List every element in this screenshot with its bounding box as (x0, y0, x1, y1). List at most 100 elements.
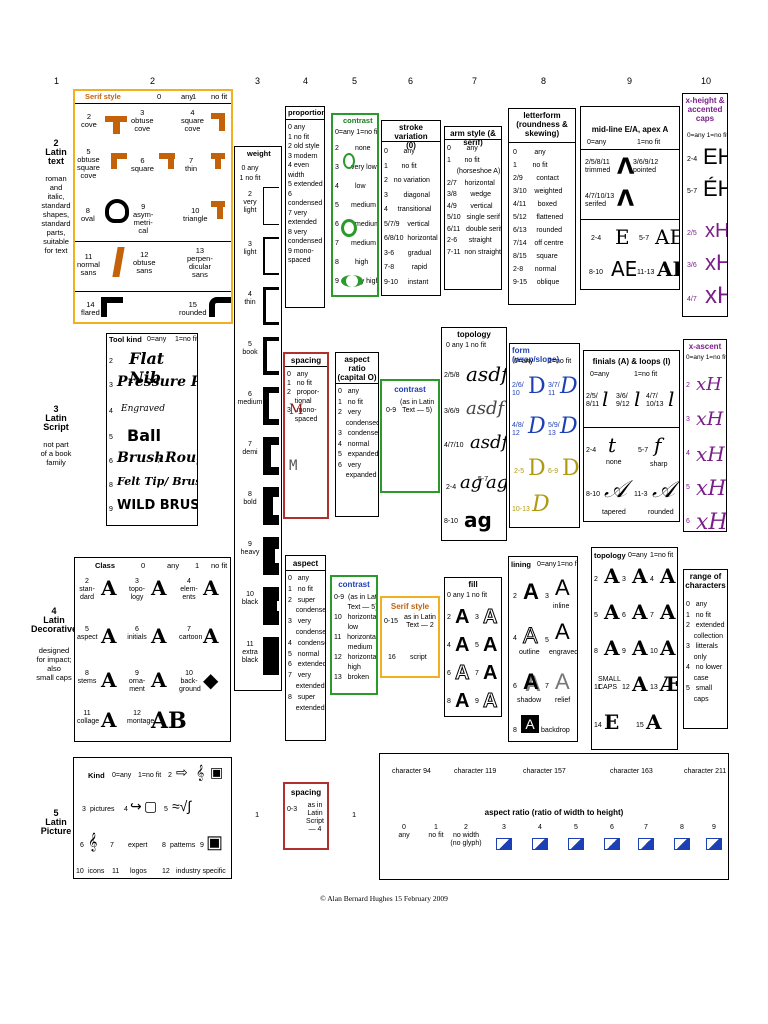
class-label: 7 cartoon (179, 626, 203, 641)
finial-sample-icon: 𝒜 (652, 475, 675, 503)
class-label: 4 elem- ents (180, 578, 198, 601)
aspect-ratio-item: 9 (712, 824, 716, 831)
obtuse-square-cove-icon (111, 153, 117, 169)
row-number: 3 (53, 404, 59, 414)
xheight-box: x-height & accented caps 0=any 1=no fit … (682, 93, 728, 317)
weight-item: 10 black (241, 591, 259, 606)
column-number: 9 (627, 76, 633, 86)
row-number: 2 (53, 138, 59, 148)
character-label: character 119 (454, 768, 497, 775)
kind-label: pictures (90, 806, 115, 813)
midline-label: 2/5/8/11 trimmed (585, 159, 611, 174)
topology-label: 4/7/10 (444, 442, 464, 449)
contrast-label: very high (351, 278, 379, 285)
finials-label: 2-4 (586, 447, 597, 454)
column-number: 5 (352, 76, 358, 86)
row-title: Latin Decorative (30, 615, 78, 634)
aspect-ratio-swatch-icon (706, 838, 722, 850)
form-label: 10-13 (512, 506, 530, 513)
x-ascent-sample-icon: xH (696, 374, 722, 395)
column-number: 8 (541, 76, 547, 86)
header-label: no fit (211, 92, 228, 101)
picture-weight-value: 1 (255, 810, 260, 819)
topology-sample-icon: A (604, 636, 620, 660)
weight-item: 0 any (241, 165, 259, 172)
header-label: 1=no fit (650, 552, 674, 559)
finial-sample-icon: 𝒜 (604, 475, 627, 503)
kind-label: icons (88, 868, 105, 875)
fill-sample-icon: A (454, 662, 470, 685)
serif-style-decorative-box: Serif style 0-15 as in Latin Text — 2 16… (380, 596, 440, 678)
weight-item: 1 no fit (239, 175, 261, 182)
x-ascent-label: 5 (686, 484, 690, 491)
fill-sample-icon: A (455, 606, 470, 628)
obtuse-square-cove-icon (111, 153, 127, 159)
lining-label: relief (555, 697, 571, 704)
serifed-apex-icon: Λ (617, 187, 635, 212)
topology-sample-icon: A (660, 564, 676, 588)
topology-sample-icon: A (604, 564, 620, 588)
box-title: contrast (338, 580, 370, 589)
header-label: 0=any (590, 371, 610, 378)
class-sample-icon: A (151, 576, 167, 600)
shadow-a-icon: A (523, 669, 539, 694)
box-title: stroke variation (0) (394, 123, 428, 150)
aspect-box: aspect 0 any 1 no fit 2 super condensed … (285, 555, 326, 741)
class-label: 3 topo- logy (129, 578, 145, 601)
finials-box: finials (A) & loops (l) 0=any 1=no fit 2… (583, 350, 680, 522)
loop-l-icon: l (602, 387, 609, 411)
class-sample-icon: A (101, 624, 117, 648)
column-number: 4 (303, 76, 309, 86)
contrast-number: 8 (335, 259, 339, 266)
box-title: range of characters (685, 572, 726, 590)
finials-label: rounded (648, 509, 674, 516)
form-label: 2/6/ 10 (512, 382, 524, 397)
midline-label: 8-10 (589, 269, 604, 276)
topology-sample-icon: A (632, 672, 648, 696)
box-title: aspect ratio (capital O) (337, 355, 377, 382)
weight-sample-icon (263, 537, 279, 575)
row-number: 5 (53, 808, 59, 818)
felt-tip-sample: Felt Tip/ Brush Tip (117, 475, 197, 488)
loop-l-icon: l (634, 387, 641, 411)
kind-label: industry specific (176, 868, 226, 875)
spacing-list: 0 any 1 no fit 2 propor- tional 3 mono- … (287, 371, 320, 423)
contrast-number: 5 (335, 202, 339, 209)
proportion-box: proportion 0 any 1 no fit 2 old style 3 … (285, 106, 325, 308)
letterform-box: letterform (roundness & skewing) 0 any 1… (508, 108, 576, 305)
spacing-note: as in Latin Script — 4 (306, 802, 324, 833)
fill-label: 7 (475, 670, 479, 677)
topology-number: 12 (622, 684, 630, 691)
fill-sample-icon: A (483, 662, 498, 684)
topology-number: 9 (622, 648, 626, 655)
weight-sample-icon (263, 437, 279, 475)
kind-label: logos (130, 868, 147, 875)
midline-label: 4/7/10/13 serifed (585, 193, 615, 208)
thin-serif-icon (215, 153, 221, 169)
weight-item: 5 book (242, 341, 258, 356)
xheight-label: 4/7 (687, 296, 697, 303)
header-label: 0=any 1=no fit (687, 132, 728, 139)
topology-box: topology 0 any 1 no fit 2/5/8 asdf 3/6/9… (441, 327, 507, 541)
aspect-ratio-item: 1 no fit (428, 824, 444, 839)
midline-label: 3/6/9/12 pointed (633, 159, 659, 174)
x-ascent-sample-icon: xH (696, 476, 727, 500)
finial-sample-icon: 𝑡 (608, 433, 617, 457)
finial-sample-icon: 𝑓 (654, 433, 662, 457)
header-label: 1 (192, 92, 197, 101)
finials-label: 2/5/ 8/11 (586, 393, 600, 408)
xheight-label: 3/6 (687, 262, 697, 269)
box-title: Serif style (390, 602, 430, 611)
contrast-range: 0-9 (386, 407, 397, 414)
aspect-ratio-item: 8 (680, 824, 684, 831)
topology-number: 2 (594, 576, 598, 583)
topology-label: 2-4 (446, 484, 457, 491)
spacing-range: 0-3 (287, 806, 298, 813)
fill-sample-icon: A (455, 690, 470, 712)
midline-label: 5-7 (639, 235, 650, 242)
lining-label: outline (519, 649, 540, 656)
